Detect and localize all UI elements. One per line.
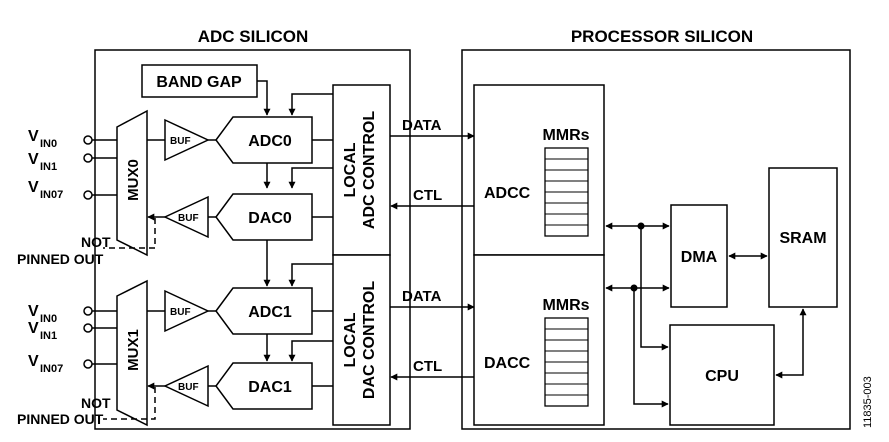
- buffer-adc0: [164, 118, 210, 162]
- pin-circle: [83, 190, 93, 200]
- local-dac-control-block: [332, 254, 391, 426]
- svg-text:IN0: IN0: [40, 138, 57, 150]
- buf-label: BUF: [178, 382, 199, 393]
- dacc-cpu-bus: [633, 288, 669, 408]
- svg-text:V: V: [28, 179, 39, 196]
- band-gap-label: BAND GAP: [156, 74, 242, 91]
- data-label-0: DATA: [402, 117, 442, 134]
- ctl-label-0: CTL: [413, 187, 442, 204]
- pin-circle: [83, 323, 93, 333]
- mux1-input-lines: [92, 310, 117, 365]
- buffer-adc1: [164, 289, 210, 333]
- pin-circle: [83, 135, 93, 145]
- not-label-1: NOT: [81, 395, 111, 411]
- vin1-input-ch1: V IN1: [28, 320, 57, 342]
- svg-text:IN07: IN07: [40, 189, 63, 201]
- buffer-dac1: [163, 364, 209, 408]
- band-gap-arrow: [257, 80, 271, 116]
- not-pinned-out-line-0: [103, 218, 156, 249]
- dma-block: [670, 204, 728, 308]
- control-to-dac1-arrow: [288, 340, 333, 362]
- adcc-cpu-bus: [640, 226, 669, 351]
- pin-circle: [83, 306, 93, 316]
- mux1-label: MUX1: [125, 329, 142, 371]
- sram-label: SRAM: [779, 230, 826, 247]
- mmrs-register-stack-1: [544, 317, 589, 407]
- adc-silicon-box: [94, 49, 411, 430]
- svg-text:V: V: [28, 151, 39, 168]
- local-dac-control-label-2: DAC CONTROL: [361, 281, 378, 399]
- adc-silicon-title: ADC SILICON: [198, 27, 309, 46]
- cpu-block: [669, 324, 775, 426]
- mmrs-label-1: MMRs: [542, 297, 589, 314]
- cpu-label: CPU: [705, 368, 739, 385]
- buf-label: BUF: [178, 213, 199, 224]
- control-to-adc1-arrow: [288, 263, 333, 287]
- local-dac-control-label-1: LOCAL: [342, 312, 359, 367]
- dma-label: DMA: [681, 249, 718, 266]
- pinned-out-label-0: PINNED OUT: [17, 251, 104, 267]
- data-label-1: DATA: [402, 288, 442, 305]
- not-pinned-out-line-1: [103, 387, 156, 420]
- svg-text:V: V: [28, 353, 39, 370]
- mux0-label: MUX0: [125, 159, 142, 201]
- dac0-label: DAC0: [248, 210, 292, 227]
- svg-text:V: V: [28, 303, 39, 320]
- dacc-label: DACC: [484, 355, 531, 372]
- svg-text:IN07: IN07: [40, 363, 63, 375]
- svg-text:V: V: [28, 320, 39, 337]
- control-to-adc0-arrow: [288, 93, 333, 116]
- mmrs-label-0: MMRs: [542, 127, 589, 144]
- svg-text:IN0: IN0: [40, 313, 57, 325]
- not-label-0: NOT: [81, 234, 111, 250]
- local-adc-control-label-2: ADC CONTROL: [361, 111, 378, 229]
- processor-silicon-title: PROCESSOR SILICON: [571, 27, 753, 46]
- processor-silicon-box: [461, 49, 851, 430]
- vin1-input-ch0: V IN1: [28, 151, 57, 173]
- buf-label: BUF: [170, 307, 191, 318]
- local-adc-control-label-1: LOCAL: [342, 142, 359, 197]
- dac1-label: DAC1: [248, 379, 292, 396]
- sram-block: [768, 167, 838, 308]
- mmrs-register-stack-0: [544, 147, 589, 237]
- svg-text:V: V: [28, 128, 39, 145]
- pin-circle: [83, 359, 93, 369]
- buf-label: BUF: [170, 136, 191, 147]
- vin07-input-ch1: V IN07: [28, 353, 63, 375]
- svg-text:IN1: IN1: [40, 330, 57, 342]
- pinned-out-label-1: PINNED OUT: [17, 411, 104, 427]
- control-to-dac0-arrow: [288, 167, 333, 189]
- cpu-sram-link: [775, 308, 807, 379]
- pin-circle: [83, 153, 93, 163]
- mux1-block: [116, 279, 148, 427]
- adc0-label: ADC0: [248, 133, 292, 150]
- ctl-label-1: CTL: [413, 358, 442, 375]
- buffer-dac0: [163, 195, 209, 239]
- mux0-input-lines: [92, 139, 117, 196]
- figure-id: 11835-003: [862, 376, 874, 428]
- vin07-input-ch0: V IN07: [28, 179, 63, 201]
- vin0-input-ch1: V IN0: [28, 303, 57, 325]
- mux0-block: [116, 109, 148, 257]
- adcc-label: ADCC: [484, 185, 531, 202]
- adc1-label: ADC1: [248, 304, 292, 321]
- vin0-input-ch0: V IN0: [28, 128, 57, 150]
- svg-text:IN1: IN1: [40, 161, 57, 173]
